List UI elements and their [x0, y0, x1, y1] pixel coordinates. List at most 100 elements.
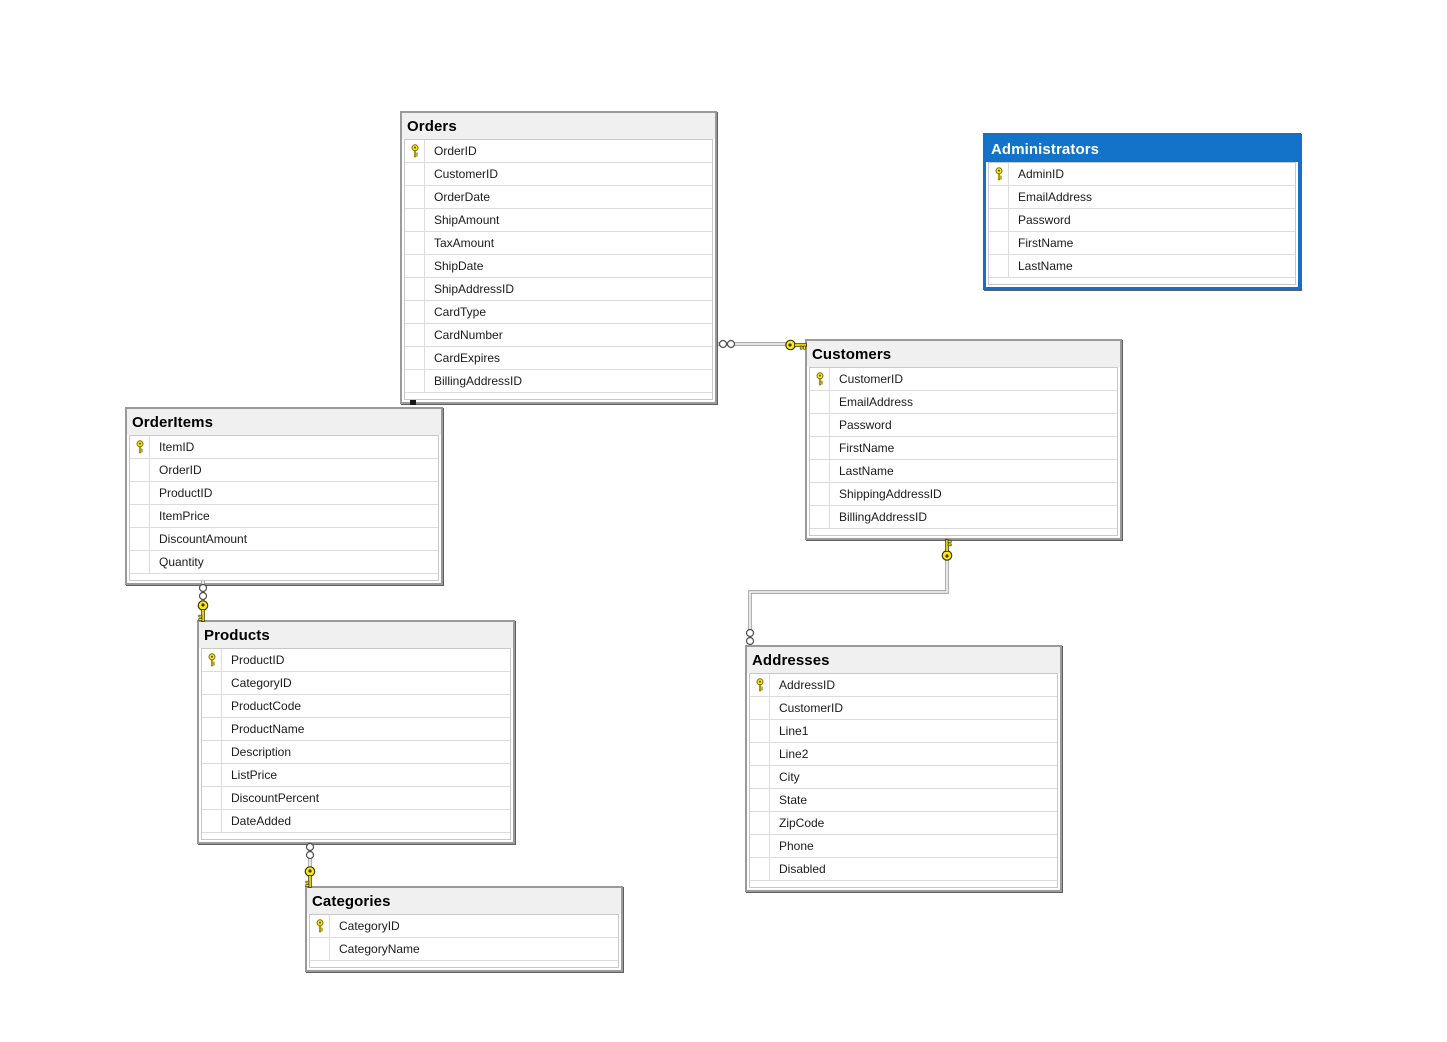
- field-row[interactable]: ProductCode: [202, 695, 510, 718]
- field-row[interactable]: DateAdded: [202, 810, 510, 833]
- field-row[interactable]: State: [750, 789, 1057, 812]
- field-row[interactable]: AddressID: [750, 674, 1057, 697]
- relationship-orderitems-products[interactable]: [197, 581, 209, 622]
- field-row[interactable]: ProductName: [202, 718, 510, 741]
- field-name: LastName: [1018, 259, 1073, 273]
- field-row[interactable]: Line2: [750, 743, 1057, 766]
- field-row[interactable]: CategoryID: [202, 672, 510, 695]
- key-cell: [130, 505, 150, 527]
- table-title: Customers: [812, 345, 892, 363]
- field-row[interactable]: ItemPrice: [130, 505, 438, 528]
- table-title-bar[interactable]: Customers: [807, 341, 1120, 367]
- key-cell: [405, 370, 425, 392]
- field-row[interactable]: CustomerID: [810, 368, 1117, 391]
- field-row[interactable]: CardExpires: [405, 347, 712, 370]
- field-row[interactable]: ShipAddressID: [405, 278, 712, 301]
- field-name: CategoryID: [231, 676, 292, 690]
- field-name: CustomerID: [779, 701, 844, 715]
- field-row[interactable]: CustomerID: [750, 697, 1057, 720]
- field-name: ZipCode: [779, 816, 825, 830]
- key-icon: [785, 339, 807, 351]
- key-cell: [202, 695, 222, 717]
- key-cell: [405, 301, 425, 323]
- field-row[interactable]: CategoryID: [310, 915, 618, 938]
- key-cell: [202, 810, 222, 832]
- field-row[interactable]: FirstName: [810, 437, 1117, 460]
- field-row[interactable]: ShipDate: [405, 255, 712, 278]
- field-row[interactable]: EmailAddress: [989, 186, 1295, 209]
- key-cell: [989, 209, 1009, 231]
- table-title-bar[interactable]: OrderItems: [127, 409, 441, 435]
- field-row[interactable]: OrderID: [405, 140, 712, 163]
- field-row[interactable]: CardType: [405, 301, 712, 324]
- table-title: Products: [204, 626, 270, 644]
- table-title-bar[interactable]: Products: [199, 622, 513, 648]
- field-row[interactable]: ListPrice: [202, 764, 510, 787]
- field-row[interactable]: ZipCode: [750, 812, 1057, 835]
- relationship-orders-customers[interactable]: [718, 339, 807, 351]
- field-row[interactable]: ProductID: [130, 482, 438, 505]
- primary-key-icon: [750, 674, 770, 696]
- key-cell: [310, 938, 330, 960]
- field-name: CustomerID: [434, 167, 499, 181]
- field-row[interactable]: DiscountPercent: [202, 787, 510, 810]
- table-title-bar[interactable]: Categories: [307, 888, 621, 914]
- key-icon: [941, 539, 953, 561]
- field-row[interactable]: Quantity: [130, 551, 438, 574]
- key-cell: [750, 812, 770, 834]
- field-row[interactable]: ItemID: [130, 436, 438, 459]
- field-row[interactable]: Phone: [750, 835, 1057, 858]
- table-title: Orders: [407, 117, 457, 135]
- key-cell: [202, 741, 222, 763]
- field-name: Quantity: [159, 555, 204, 569]
- relationship-addresses-customers[interactable]: [745, 539, 953, 646]
- field-row[interactable]: FirstName: [989, 232, 1295, 255]
- relationship-products-categories[interactable]: [304, 842, 316, 888]
- field-row[interactable]: DiscountAmount: [130, 528, 438, 551]
- field-row[interactable]: EmailAddress: [810, 391, 1117, 414]
- field-row[interactable]: BillingAddressID: [810, 506, 1117, 529]
- table-title-bar[interactable]: Addresses: [747, 647, 1060, 673]
- field-row[interactable]: ShipAmount: [405, 209, 712, 232]
- infinity-icon: [305, 842, 315, 860]
- key-cell: [810, 483, 830, 505]
- field-name: CategoryID: [339, 919, 400, 933]
- field-row[interactable]: Password: [810, 414, 1117, 437]
- field-row[interactable]: Line1: [750, 720, 1057, 743]
- field-row[interactable]: City: [750, 766, 1057, 789]
- field-name: ProductName: [231, 722, 305, 736]
- field-row[interactable]: CustomerID: [405, 163, 712, 186]
- field-row[interactable]: TaxAmount: [405, 232, 712, 255]
- field-row[interactable]: LastName: [989, 255, 1295, 278]
- infinity-icon: [745, 628, 755, 646]
- field-row[interactable]: CategoryName: [310, 938, 618, 961]
- field-row[interactable]: OrderDate: [405, 186, 712, 209]
- key-cell: [202, 672, 222, 694]
- key-cell: [405, 347, 425, 369]
- field-row[interactable]: AdminID: [989, 163, 1295, 186]
- field-row[interactable]: BillingAddressID: [405, 370, 712, 393]
- field-name: AddressID: [779, 678, 836, 692]
- field-row[interactable]: LastName: [810, 460, 1117, 483]
- field-row[interactable]: Disabled: [750, 858, 1057, 881]
- table-title-bar[interactable]: Administrators: [986, 136, 1298, 162]
- table-title-bar[interactable]: Orders: [402, 113, 715, 139]
- field-row[interactable]: CardNumber: [405, 324, 712, 347]
- field-row[interactable]: Password: [989, 209, 1295, 232]
- field-row[interactable]: ShippingAddressID: [810, 483, 1117, 506]
- field-row[interactable]: OrderID: [130, 459, 438, 482]
- field-row[interactable]: Description: [202, 741, 510, 764]
- table-title: Administrators: [991, 140, 1100, 158]
- field-row[interactable]: ProductID: [202, 649, 510, 672]
- field-name: OrderDate: [434, 190, 491, 204]
- field-name: OrderID: [434, 144, 477, 158]
